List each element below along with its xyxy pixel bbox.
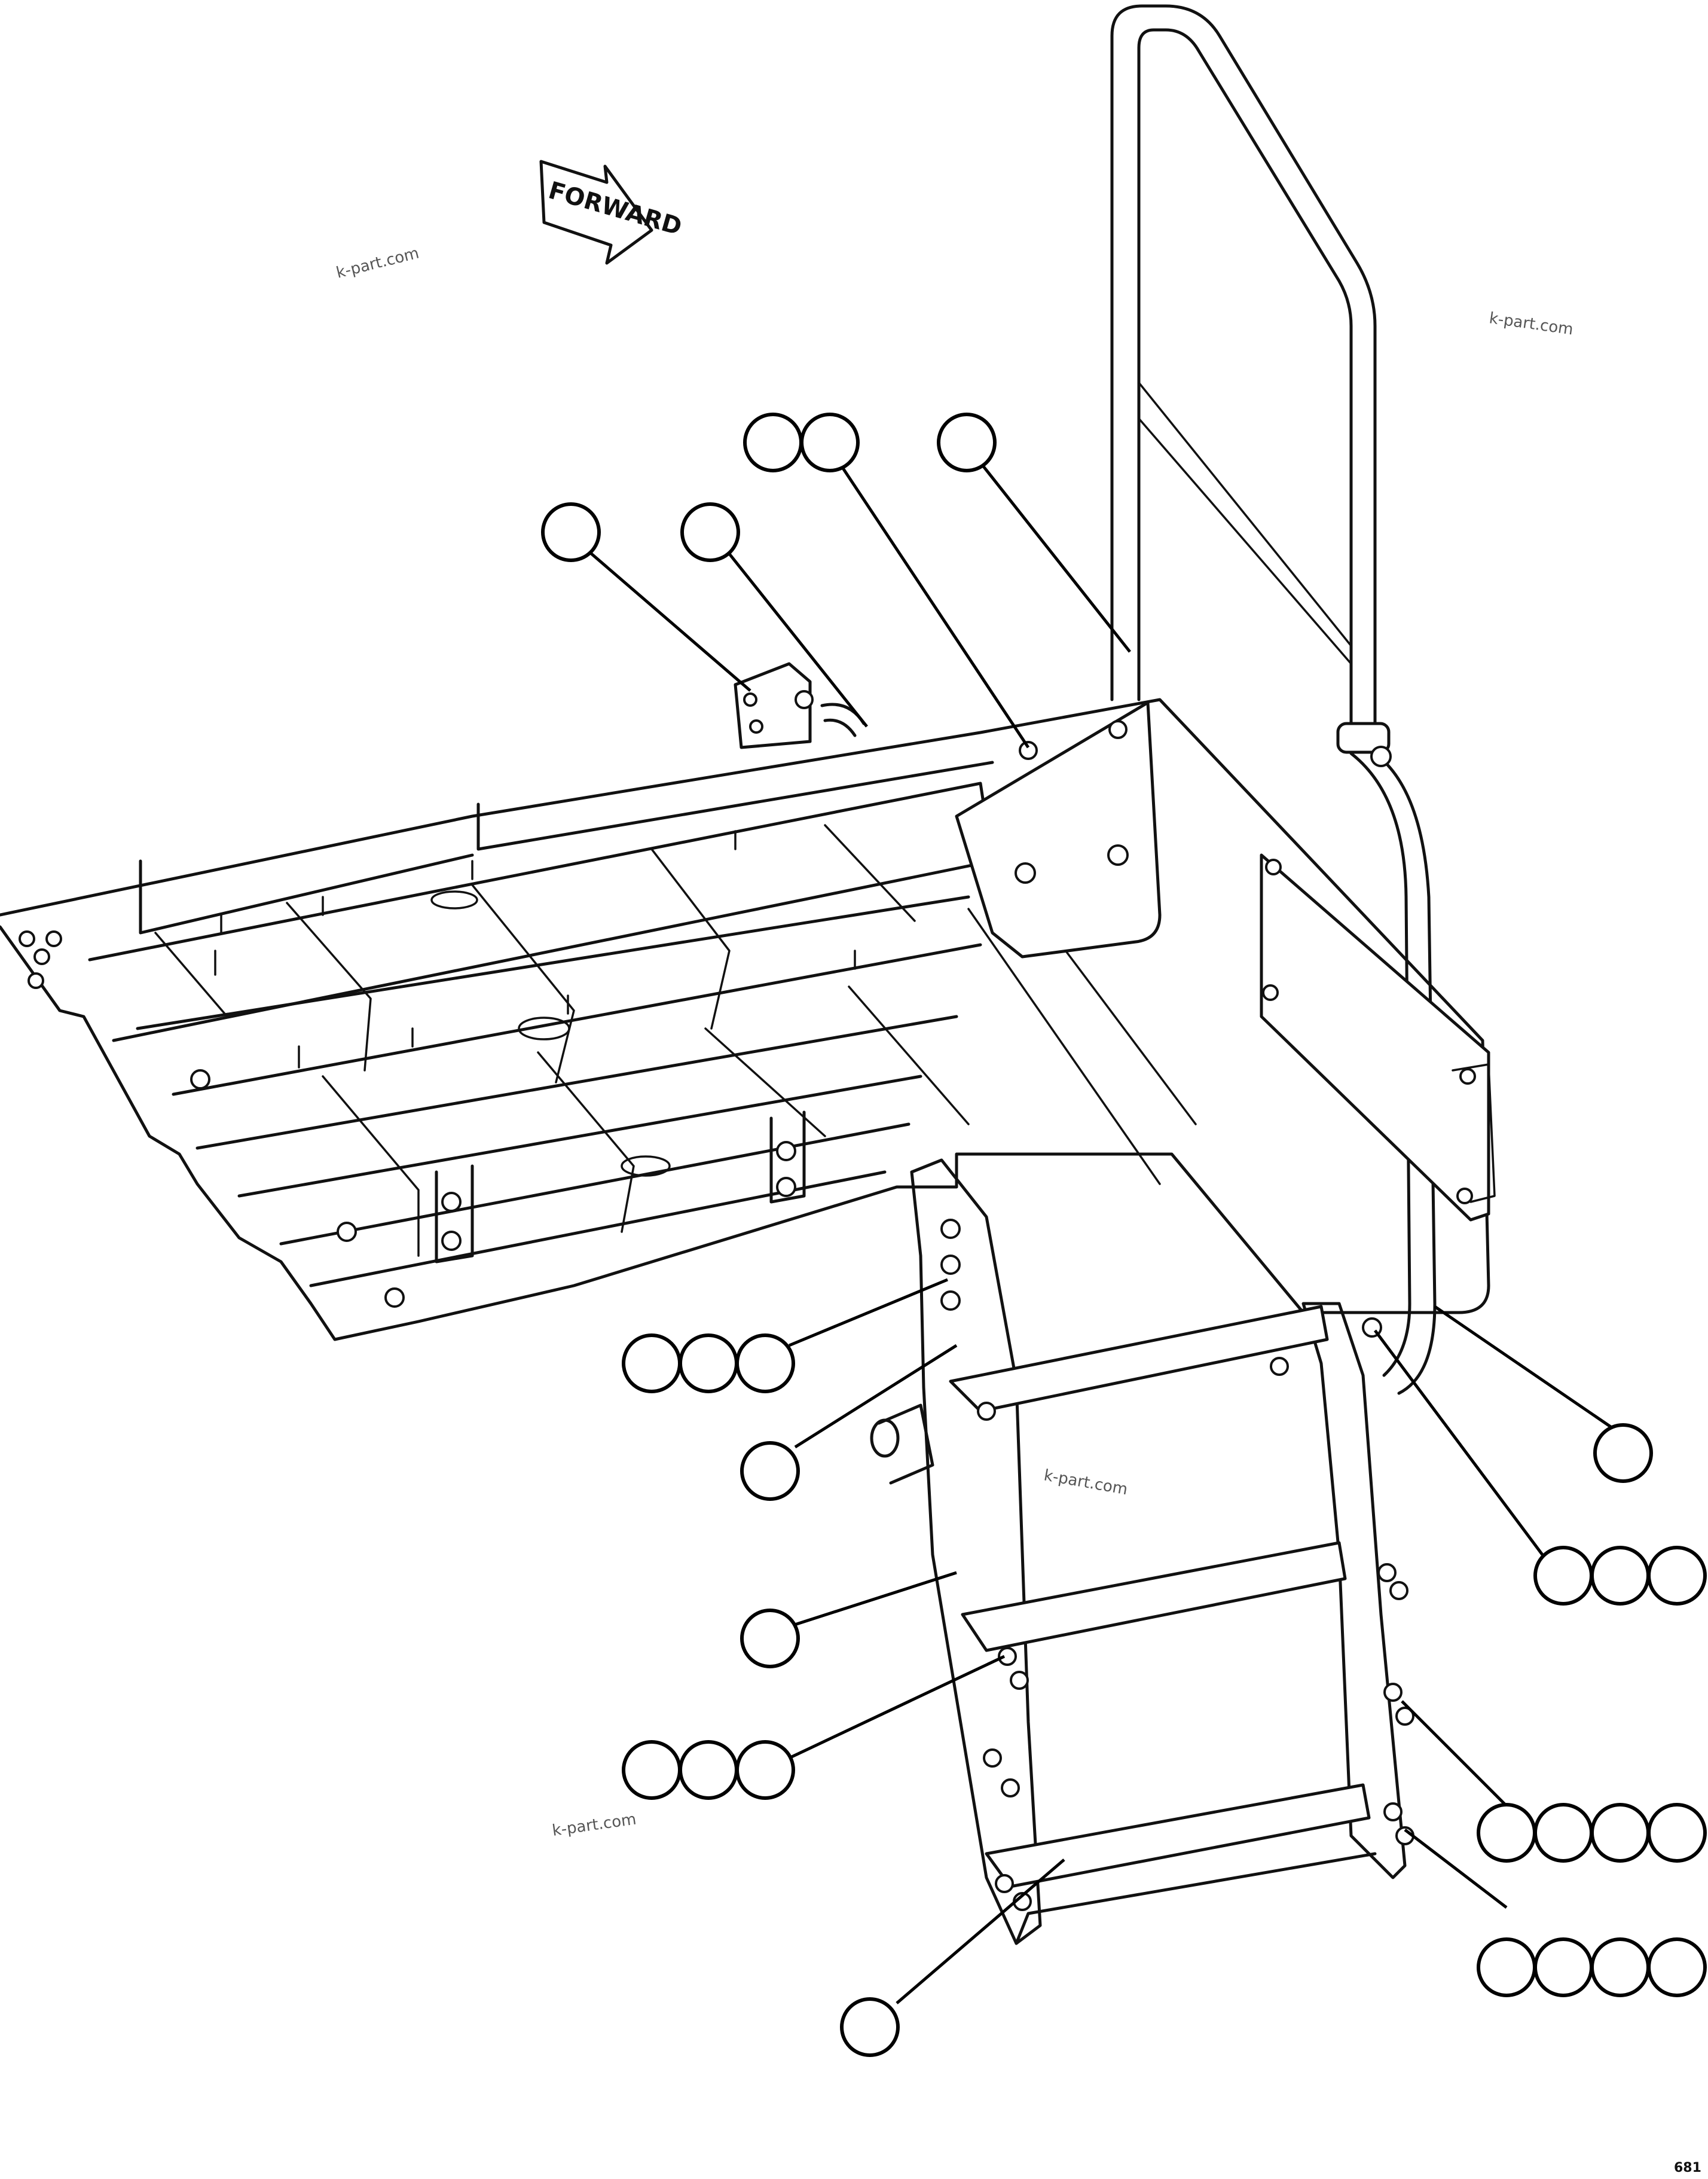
callout-bubble bbox=[1590, 1937, 1650, 1997]
callout-bubble bbox=[740, 1441, 800, 1501]
callout-bubble bbox=[1533, 1937, 1593, 1997]
handrail bbox=[1110, 4, 1437, 1395]
callout-bubble bbox=[679, 1333, 738, 1393]
callout-bubble bbox=[840, 1997, 900, 2057]
callout-bubble bbox=[740, 1609, 800, 1668]
callout-bubble bbox=[1647, 1803, 1707, 1863]
callout-bubble bbox=[800, 413, 860, 472]
side-panel bbox=[1260, 853, 1496, 1222]
callout-bubble bbox=[735, 1333, 795, 1393]
callout-bubble bbox=[1533, 1803, 1593, 1863]
callout-bubble bbox=[679, 1740, 738, 1800]
callout-bubble bbox=[1477, 1803, 1536, 1863]
callout-bubble bbox=[680, 502, 740, 562]
callout-bubble bbox=[1533, 1546, 1593, 1606]
callout-bubble bbox=[1590, 1803, 1650, 1863]
callout-bubble bbox=[1477, 1937, 1536, 1997]
upper-bracket bbox=[734, 662, 866, 749]
mounting-plate bbox=[955, 701, 1162, 959]
watermark: k-part.com bbox=[334, 244, 421, 282]
callout-bubble bbox=[1590, 1546, 1650, 1606]
figure-code: 681 bbox=[1674, 2160, 1701, 2175]
watermark: k-part.com bbox=[1043, 1466, 1129, 1499]
callout-bubble bbox=[622, 1333, 682, 1393]
callout-bubble bbox=[622, 1740, 682, 1800]
callout-bubble bbox=[541, 502, 601, 562]
callout-bubble bbox=[735, 1740, 795, 1800]
watermark: k-part.com bbox=[1488, 309, 1574, 338]
callout-bubble bbox=[1593, 1423, 1653, 1483]
forward-arrow: FORWARD bbox=[539, 160, 685, 265]
callout-bubble bbox=[743, 413, 803, 472]
callout-bubble bbox=[1647, 1546, 1707, 1606]
watermark: k-part.com bbox=[551, 1811, 637, 1840]
leader-lines bbox=[589, 465, 1615, 2004]
callout-bubbles bbox=[541, 413, 1707, 2057]
callout-bubble bbox=[937, 413, 997, 472]
callout-bubble bbox=[1647, 1937, 1707, 1997]
ladder bbox=[870, 1158, 1414, 1945]
